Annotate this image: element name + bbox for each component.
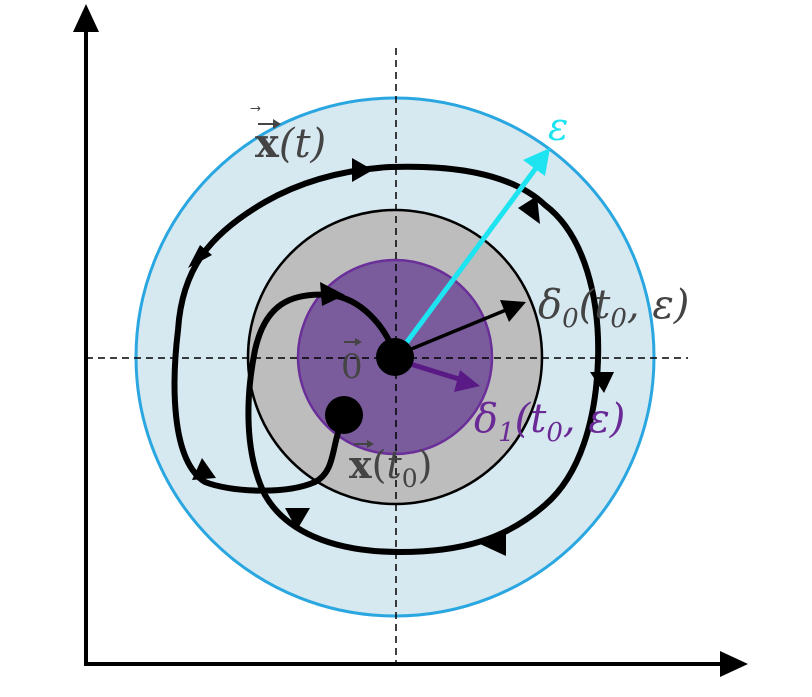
delta1-open-paren: ( [515,396,532,442]
trajectory-arrow-5 [285,508,310,530]
delta0-arrowhead [500,300,526,322]
initial-state-label: x(t0) [349,440,433,493]
delta0-subscript: 0 [562,304,579,334]
trajectory-label-x: x [255,120,280,167]
trajectory-vector-tip [273,119,281,129]
svg-text:x(t): x(t) [255,120,326,167]
delta1-t: t [530,396,547,442]
trajectory-arrow-2 [518,196,540,224]
initial-state-close-paren: ) [418,443,433,487]
initial-state-t: t [386,443,402,487]
trajectory-label-arg: (t) [279,121,326,167]
delta0-eps: ε [652,282,673,328]
y-axis-arrowhead [73,4,99,32]
epsilon-label: ε [548,105,568,149]
x-axis-arrowhead [720,651,748,677]
delta1-label: δ1(t0, ε) [474,396,625,448]
trajectory-curve [171,163,602,556]
delta1-subscript: 1 [498,418,515,448]
delta0-separator: , [627,282,652,328]
trajectory-arrow-4 [480,530,506,556]
trajectory-arrow-6 [192,458,216,480]
origin-label: 0 [341,338,363,387]
delta0-close-paren: ) [673,282,690,328]
delta0-t: t [594,282,611,328]
epsilon-arrowhead [523,148,550,176]
initial-state-t-subscript: 0 [402,464,418,493]
delta1-separator: , [563,396,588,442]
delta0-symbol: δ [538,282,562,328]
origin-label-zero: 0 [341,347,363,387]
epsilon-radius-arrow [401,166,539,348]
trajectory-arrow-3 [590,372,614,393]
delta1-eps: ε [588,396,609,442]
initial-state-point [325,396,363,434]
delta1-arrowhead [454,370,480,392]
delta1-symbol: δ [474,396,498,442]
delta1-radius-arrow [403,359,463,383]
delta0-label: δ0(t0, ε) [538,282,689,334]
initial-state-x: x [349,442,372,487]
trajectory-label-vector-arrow: ⃗ [250,106,261,111]
origin-equilibrium-point [376,338,414,376]
trajectory-arrow-1 [352,158,373,182]
origin-vector-tip [355,338,362,346]
delta1-t-subscript: 0 [546,418,563,448]
trajectory-arrow-8 [320,282,345,306]
delta0-t-subscript: 0 [610,304,627,334]
initial-state-open-paren: ( [372,443,387,487]
initial-state-vector-tip [367,440,374,448]
delta0-radius-arrow [403,308,507,354]
trajectory-arrow-7 [188,245,212,268]
trajectory-label: ⃗ x(t) [250,106,326,167]
svg-text:x(t0): x(t0) [349,442,433,493]
delta0-open-paren: ( [579,282,596,328]
delta1-close-paren: ) [609,396,626,442]
